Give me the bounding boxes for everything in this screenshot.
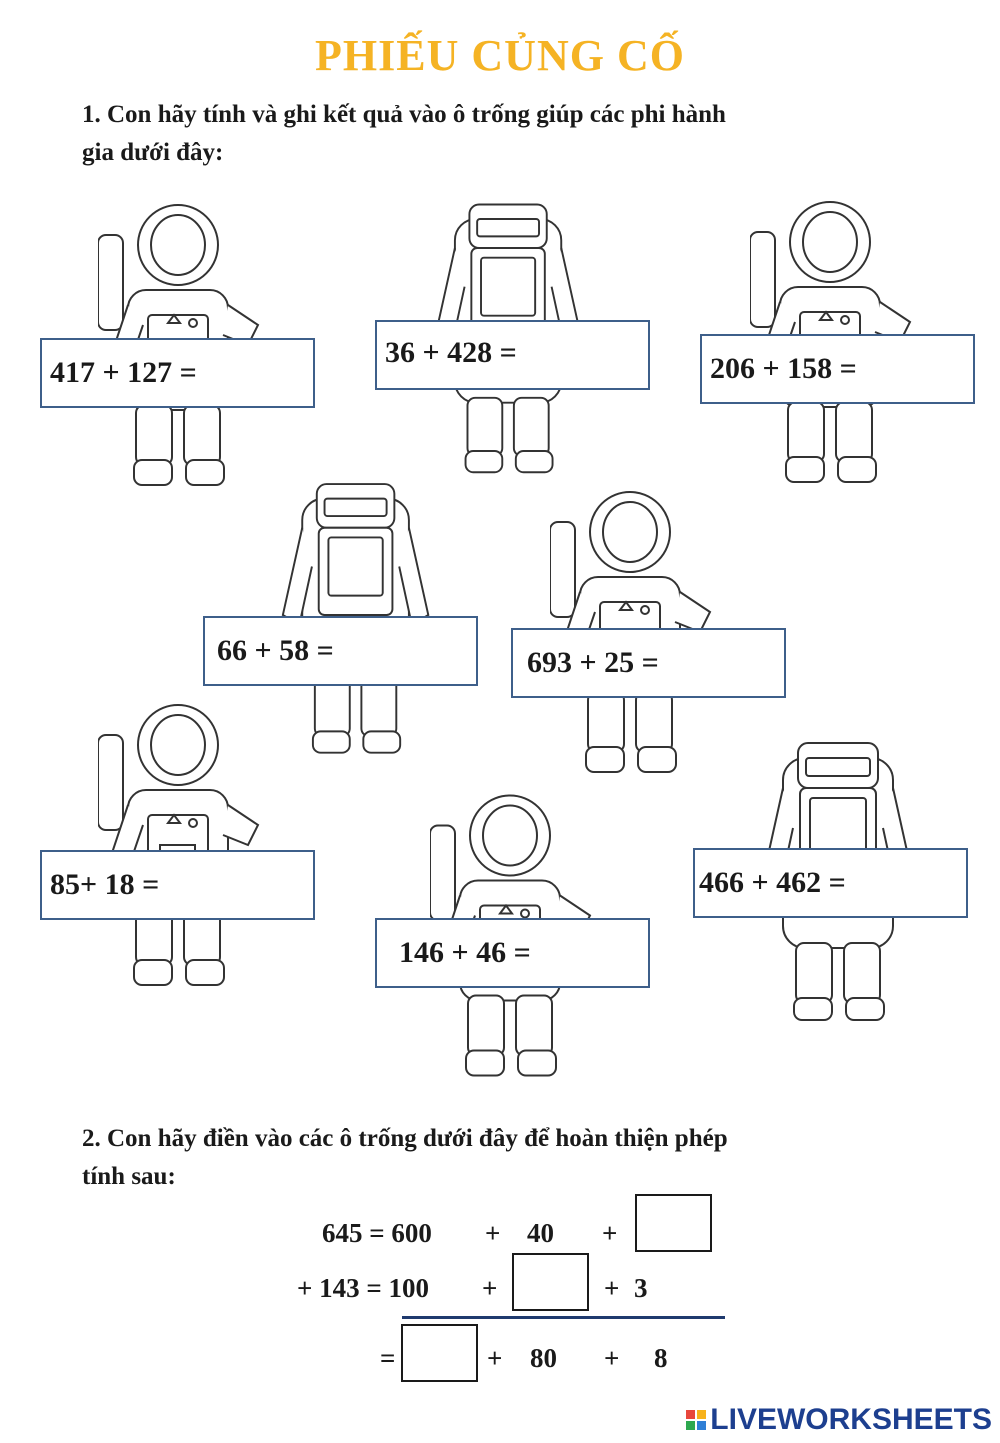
calc-row2-term-c: 3 — [634, 1273, 648, 1303]
answer-blank-1[interactable] — [635, 1194, 712, 1252]
liveworksheets-logo-icon — [686, 1410, 707, 1430]
equation-text: 85+ 18 = — [50, 868, 160, 901]
calc-row2-plus-1: + — [482, 1273, 498, 1303]
answer-blank-3[interactable] — [401, 1324, 478, 1382]
astronaut-front-icon — [98, 704, 259, 986]
calc-row1-plus-2: + — [602, 1218, 618, 1248]
equation-box-7[interactable]: 146 + 46 = — [375, 918, 650, 988]
equation-text: 36 + 428 = — [385, 336, 517, 369]
question-2: 2. Con hãy điền vào các ô trống dưới đây… — [82, 1120, 728, 1196]
question-2-line1: 2. Con hãy điền vào các ô trống dưới đây… — [82, 1125, 728, 1152]
sum-line — [402, 1316, 725, 1319]
calc-row1-term-a: 645 = 600 — [322, 1218, 432, 1248]
liveworksheets-logo: LIVEWORKSHEETS — [686, 1403, 992, 1437]
astronaut-back-icon — [281, 483, 430, 754]
equation-box-2[interactable]: 36 + 428 = — [375, 320, 650, 390]
equation-text: 466 + 462 = — [699, 866, 846, 899]
page-title: PHIẾU CỦNG CỐ — [315, 31, 685, 80]
equation-box-8[interactable]: 466 + 462 = — [693, 848, 968, 918]
question-1-line2: gia dưới đây: — [82, 139, 224, 166]
equation-box-6[interactable]: 85+ 18 = — [40, 850, 315, 920]
calc-row3-term-b: 80 — [530, 1343, 557, 1373]
calc-row2-term-a: + 143 = 100 — [297, 1273, 430, 1303]
equation-text: 66 + 58 = — [217, 634, 334, 667]
calc-row3-plus-2: + — [604, 1343, 620, 1373]
equation-box-1[interactable]: 417 + 127 = — [40, 338, 315, 408]
equation-text: 206 + 158 = — [710, 352, 857, 385]
equation-text: 693 + 25 = — [527, 646, 659, 679]
calc-row3-plus-1: + — [487, 1343, 503, 1373]
brand-name: LIVEWORKSHEETS — [710, 1403, 992, 1436]
answer-blank-2[interactable] — [512, 1253, 589, 1311]
equation-box-5[interactable]: 693 + 25 = — [511, 628, 786, 698]
question-2-line2: tính sau: — [82, 1163, 176, 1190]
calc-row3-equals: = — [380, 1343, 396, 1373]
equation-box-4[interactable]: 66 + 58 = — [203, 616, 478, 686]
calc-row1-plus-1: + — [485, 1218, 501, 1248]
calc-row1-term-b: 40 — [527, 1218, 554, 1248]
equation-box-3[interactable]: 206 + 158 = — [700, 334, 975, 404]
question-1: 1. Con hãy tính và ghi kết quả vào ô trố… — [82, 96, 726, 172]
equation-text: 146 + 46 = — [399, 936, 531, 969]
astronaut-6 — [98, 695, 263, 995]
calc-row3-term-c: 8 — [654, 1343, 668, 1373]
question-1-line1: 1. Con hãy tính và ghi kết quả vào ô trố… — [82, 101, 726, 128]
astronaut-4 — [278, 465, 438, 765]
calc-row2-plus-2: + — [604, 1273, 620, 1303]
equation-text: 417 + 127 = — [50, 356, 197, 389]
